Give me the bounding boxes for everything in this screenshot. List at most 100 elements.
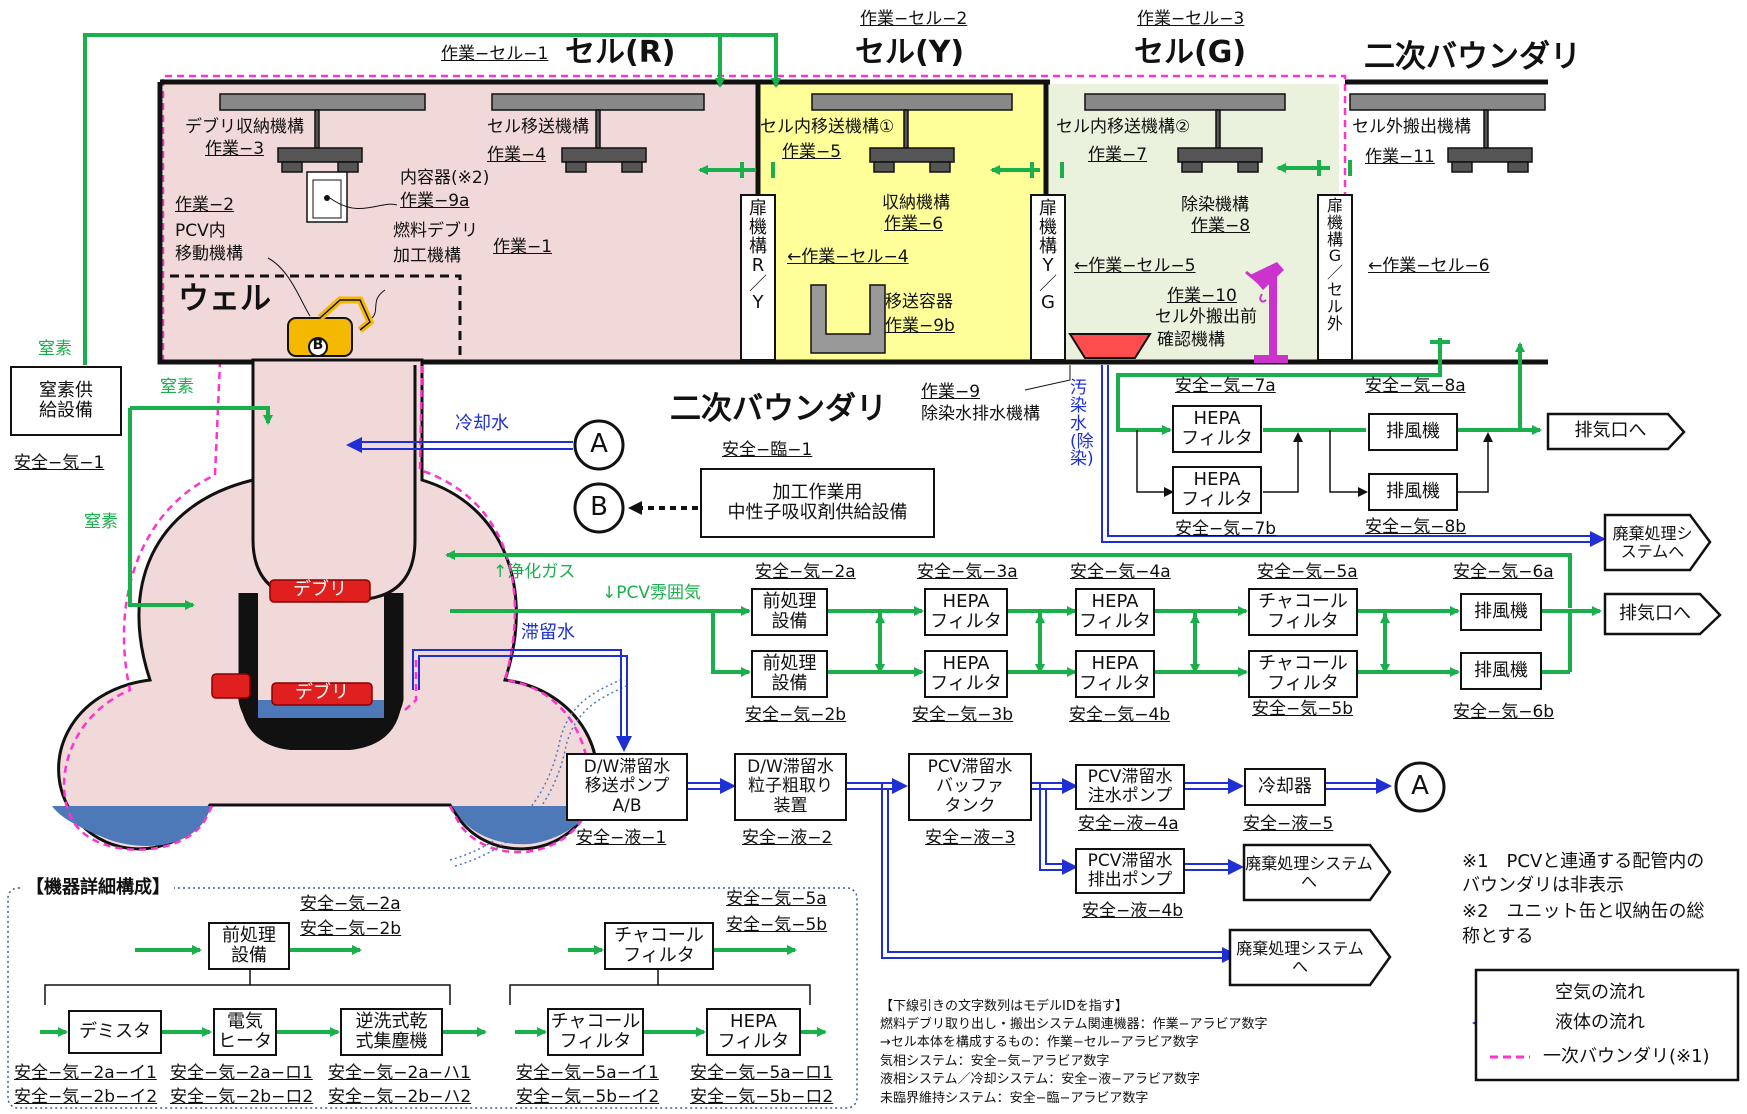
gas-outlet: 排気口へ [1619,602,1691,624]
circle-b: B [590,492,608,522]
robot-b-mark: B [312,337,324,353]
debris-lower: デブリ [295,682,349,703]
decon-water-label: 汚染水(除染) [1070,378,1094,470]
pump1-box: D/W滞留水 移送ポンプ A/B [566,753,688,821]
hepa4a-id: 安全−気−4a [1070,562,1171,582]
hepa4a-box: HEPA フィルタ [1075,588,1155,636]
dust-id2: 安全−気−2b−ハ2 [328,1087,472,1107]
pump1-l1: D/W滞留水 [583,757,671,778]
hepa3b-l2: フィルタ [930,673,1002,694]
transfer-container-name: 移送容器 [885,292,953,312]
hepa3a-box: HEPA フィルタ [924,588,1008,636]
upper-fan-a-id: 安全−気−8a [1365,376,1466,396]
tank3-box: PCV滞留水 バッファ タンク [908,753,1032,821]
hepa4b-id: 安全−気−4b [1069,705,1171,725]
in-cell-transfer2-id: 作業−7 [1088,145,1148,165]
pre-b-box: 前処理 設備 [751,650,828,698]
door-yg-shape [1030,194,1066,361]
detail-pre-l1: 前処理 [222,924,276,946]
cell-y-area [758,84,1046,360]
fan6a-label: 排風機 [1474,600,1528,622]
cell-g-title: セル(G) [1134,35,1247,70]
hepa4b-l1: HEPA [1091,652,1139,674]
waste-liq1-shape [1242,843,1392,902]
absorber-box: 加工作業用 中性子吸収剤供給設備 [700,468,935,538]
cell-transfer-name: セル移送機構 [487,117,589,137]
model-note-l5: 液相システム／冷却システム：安全−液−アラビア数字 [880,1072,1201,1087]
dust-l2: 式集塵機 [355,1031,428,1052]
fuel-debris-proc-l2: 加工機構 [393,246,461,266]
cell-g-id: 作業−セル−3 [1137,9,1245,29]
note2-b: 称とする [1462,926,1534,947]
upper-hepa-a-l2: フィルタ [1181,428,1253,449]
inner-container-id: 作業−9a [400,191,470,211]
demister-id2: 安全−気−2b−イ2 [14,1087,158,1107]
transfer-container-id: 作業−9b [885,316,955,336]
circle-a-top: A [590,429,608,459]
debris-storage-name: デブリ収納機構 [185,117,304,137]
char-sub-id1: 安全−気−5a−イ1 [516,1063,659,1083]
debris-storage-id: 作業−3 [205,139,265,159]
char5b-l1: チャコール [1258,652,1348,674]
upper-hepa-a-l1: HEPA [1193,407,1241,429]
hepa3a-id: 安全−気−3a [917,562,1018,582]
upper-hepa-a-id: 安全−気−7a [1175,376,1276,396]
pump4a-l1: PCV滞留水 [1087,766,1173,787]
cell-y-id: 作業−セル−2 [860,9,968,29]
door-gout-shape [1317,194,1353,361]
dust-box: 逆洗式乾 式集塵機 [340,1008,443,1056]
upper-fan-b-box: 排風機 [1368,473,1458,511]
cell-r-title: セル(R) [565,35,676,70]
fan6b-id: 安全−気−6b [1453,702,1555,722]
storage-name: 収納機構 [882,193,950,213]
pre-b-l1: 前処理 [762,652,817,674]
hepa4a-l1: HEPA [1091,590,1139,612]
legend-liquid: 液体の流れ [1555,1012,1645,1033]
door-yg-id: ←作業−セル−5 [1074,256,1196,276]
pre-carryout-l2: 確認機構 [1157,330,1225,350]
pcv-move-l1: PCV内 [175,221,226,241]
absorber-l2: 中性子吸収剤供給設備 [727,502,908,523]
hepa4b-l2: フィルタ [1079,673,1151,694]
tank3-l2: バッファ [936,776,1004,797]
in-cell-transfer2-name: セル内移送機構② [1056,117,1191,137]
water-left [52,806,212,846]
model-note-l1: 【下線引きの文字数列はモデルIDを指す】 [880,999,1128,1014]
legend-frame [1474,968,1740,1082]
in-cell-transfer1-id: 作業−5 [782,142,842,162]
heater-box: 電気 ヒータ [213,1008,277,1056]
cooler5-id: 安全−液−5 [1243,814,1334,834]
upper-hepa-b-id: 安全−気−7b [1175,519,1277,539]
upper-fan-b-label: 排風機 [1386,480,1440,502]
pcv-move-l2: 移動機構 [175,244,243,264]
pump4a-id: 安全−液−4a [1078,814,1179,834]
hepa-sub-l1: HEPA [730,1010,777,1032]
upper-hepa-b-l2: フィルタ [1181,489,1253,510]
upper-hepa-a-box: HEPA フィルタ [1172,405,1262,453]
pcv-atmos-label: ↓PCV雰囲気 [602,583,701,603]
pre-b-l2: 設備 [771,673,808,694]
fan6a-id: 安全−気−6a [1453,562,1554,582]
cooling-water-label: 冷却水 [455,413,509,434]
pre-a-id: 安全−気−2a [755,562,856,582]
detail-title: 【機器詳細構成】 [22,877,174,899]
cell-y-title: セル(Y) [855,35,965,70]
pre-a-box: 前処理 設備 [751,588,828,636]
sep2-id: 安全−液−2 [742,828,833,848]
waste-upper-shape [1603,513,1712,572]
decon-name: 除染機構 [1181,195,1249,215]
door-yg-text: 扉機構Y／G [1039,198,1057,314]
pre-a-l2: 設備 [771,611,808,632]
pre-a-l1: 前処理 [762,590,817,612]
char5a-id: 安全−気−5a [1257,562,1358,582]
tank3-l3: タンク [944,795,996,816]
well-boundary [170,274,462,360]
sep2-l1: D/W滞留水 [747,757,834,778]
detail-pre-box: 前処理 設備 [208,922,290,970]
water-right [452,806,593,845]
model-note-l4: 気相システム：安全−気−アラビア数字 [880,1054,1110,1069]
upper-waste: 廃棄処理システムへ [1612,523,1693,561]
drain-id: 作業−9 [921,382,981,402]
